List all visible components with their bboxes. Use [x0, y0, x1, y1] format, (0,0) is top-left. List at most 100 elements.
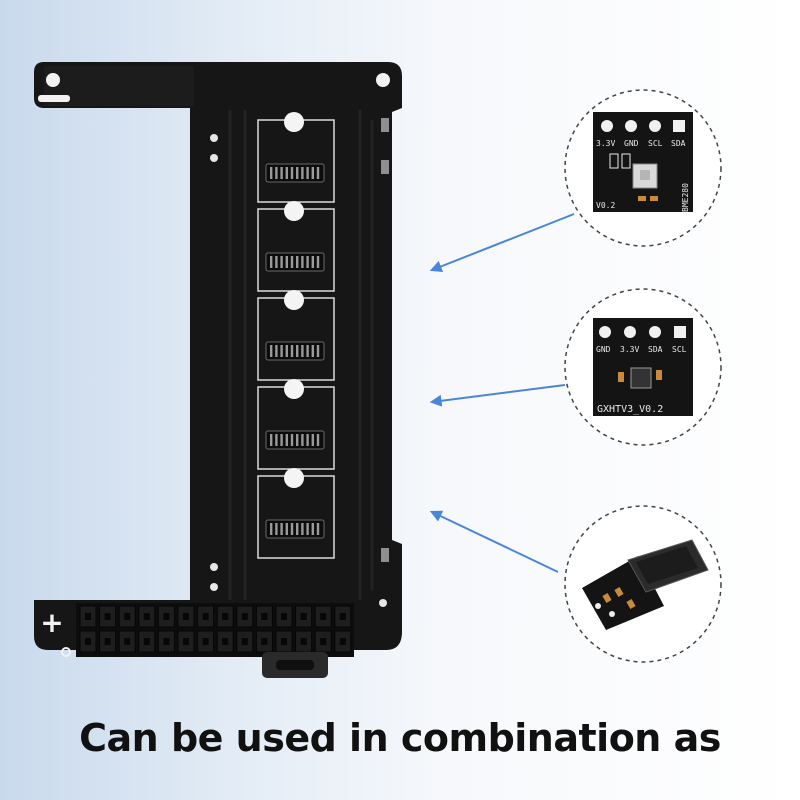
connector-contact: [306, 345, 309, 357]
caption-text: Can be used in combination as: [79, 716, 721, 760]
header-socket-hole: [143, 613, 150, 620]
connector-contact: [316, 523, 320, 535]
chip-label: BME280: [681, 183, 690, 212]
board-outline: [34, 62, 402, 650]
header-socket-hole: [281, 638, 287, 645]
connector-contact: [301, 167, 304, 179]
connector-contact: [275, 523, 278, 535]
header-socket-hole: [339, 638, 346, 645]
connector-contact: [301, 434, 304, 446]
pin-label: GND: [624, 139, 639, 148]
connector-contact: [301, 523, 304, 535]
resistor: [602, 593, 612, 603]
connector-contact: [311, 434, 314, 446]
mounting-hole: [46, 73, 60, 87]
header-socket-hole: [85, 638, 91, 645]
connector-contact: [311, 523, 314, 535]
header-socket-hole: [183, 638, 189, 645]
header-socket-hole: [124, 638, 131, 645]
header-socket-hole: [300, 613, 307, 620]
via: [210, 154, 218, 162]
header-socket-hole: [104, 638, 111, 645]
pin-pad-square: [673, 120, 685, 132]
connector-contact: [316, 434, 320, 446]
connector-contact: [311, 256, 314, 268]
connector-contact: [270, 345, 273, 357]
connector-contact: [285, 434, 288, 446]
connector-contact: [275, 167, 278, 179]
connector-contact: [311, 345, 314, 357]
via: [379, 599, 387, 607]
via: [609, 611, 615, 617]
header-socket-hole: [183, 613, 189, 620]
header-socket-hole: [261, 613, 268, 620]
pin-label: SDA: [671, 139, 686, 148]
smd-component: [381, 160, 389, 174]
pin-pad: [599, 326, 611, 338]
connector-contact: [275, 256, 278, 268]
arrow-to-slot-sd: [429, 510, 559, 573]
module-bme280-callout: 3.3V GND SCL SDA V0.2 BME280: [564, 89, 722, 247]
pin-label: SDA: [648, 345, 663, 354]
resistor: [626, 599, 636, 609]
connector-contact: [311, 167, 314, 179]
resistor: [656, 370, 662, 380]
pin1-marker: [61, 647, 71, 657]
arrow-to-slot-bme280: [429, 213, 575, 273]
pin-pad: [624, 326, 636, 338]
board-to-board-connector: [265, 341, 325, 361]
board-to-board-connector: [265, 519, 325, 539]
connector-contact: [275, 345, 278, 357]
connector-contact: [290, 167, 294, 179]
connector-contact: [306, 434, 309, 446]
connector-contact: [280, 256, 283, 268]
module-sd-callout: [564, 505, 722, 663]
connector-contact: [316, 345, 320, 357]
gxhtv3-sensor-chip: [630, 367, 652, 389]
slot-mounting-hole: [284, 290, 304, 310]
header-pins: [79, 605, 352, 653]
smd-component: [381, 548, 389, 562]
pin-label: GND: [596, 345, 611, 354]
connector-contact: [285, 523, 288, 535]
pin-label: SCL: [648, 139, 663, 148]
smd-component: [381, 118, 389, 132]
board-to-board-connector: [265, 252, 325, 272]
pin-pad: [601, 120, 613, 132]
resistor: [638, 196, 646, 201]
connector-contact: [270, 256, 273, 268]
connector-contact: [290, 434, 294, 446]
via: [210, 134, 218, 142]
carrier-board: +: [34, 62, 402, 678]
resistor: [650, 196, 658, 201]
header-socket-hole: [241, 613, 248, 620]
pin-header: [76, 603, 354, 657]
pcb-traces: [228, 110, 374, 600]
via: [210, 563, 218, 571]
smd-footprint: [609, 153, 619, 169]
header-socket-hole: [124, 613, 131, 620]
connector-contact: [290, 523, 294, 535]
module-version: V0.2: [596, 201, 615, 210]
pin-label: SCL: [672, 345, 687, 354]
connector-contact: [280, 523, 283, 535]
arrow-to-slot-gxhtv3: [429, 384, 566, 407]
resistor: [614, 587, 624, 597]
resistor: [618, 372, 624, 382]
connector-contact: [270, 434, 273, 446]
module-gxhtv3-callout: GND 3.3V SDA SCL GXHTV3_V0.2: [564, 288, 722, 446]
connector-contact: [290, 256, 294, 268]
connector-contact: [306, 167, 309, 179]
connector-contact: [285, 167, 288, 179]
mounting-hole: [376, 73, 390, 87]
arrows: [429, 213, 575, 573]
sensor-vent: [640, 170, 650, 180]
connector-contact: [275, 434, 278, 446]
header-socket-hole: [300, 638, 307, 645]
pin-pad: [649, 120, 661, 132]
header-socket-hole: [163, 638, 170, 645]
board-to-board-connector: [265, 163, 325, 183]
connector-contact: [301, 345, 304, 357]
header-socket-hole: [339, 613, 346, 620]
